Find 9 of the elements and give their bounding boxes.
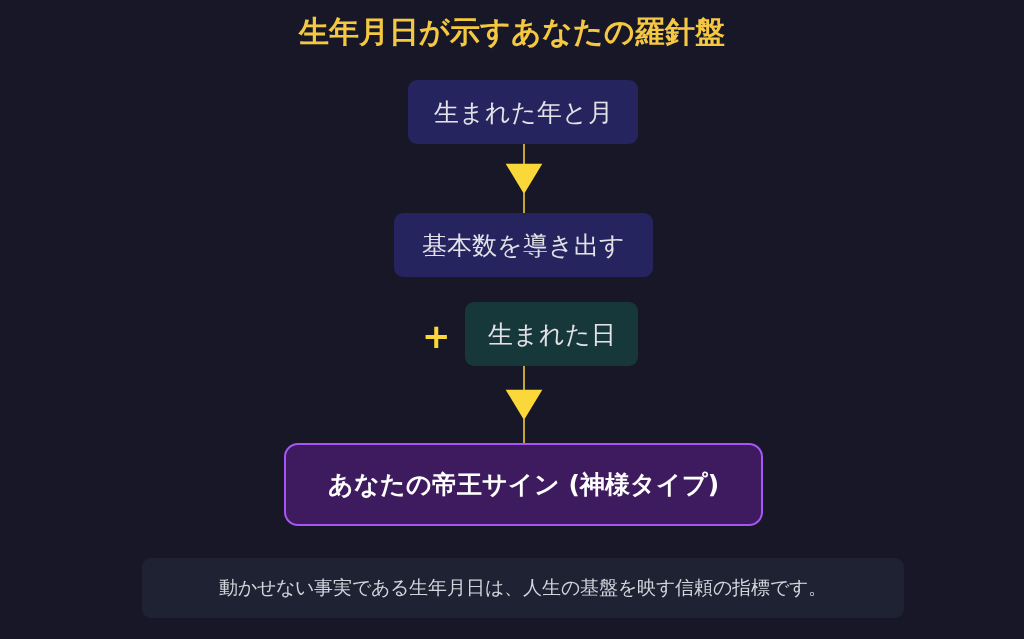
arrow — [506, 365, 543, 444]
arrow — [506, 143, 543, 214]
input-box: 生まれた日 — [465, 302, 638, 366]
title: 生年月日が示すあなたの羅針盤 — [297, 13, 726, 51]
step-box: 生まれた年と月 — [408, 80, 638, 144]
plus-sign: + — [422, 316, 451, 356]
note-box: 動かせない事実である生年月日は、人生の基盤を映す信頼の指標です。 — [142, 558, 904, 618]
result-box: あなたの帝王サイン (神様タイプ) — [284, 443, 763, 526]
step-box: 基本数を導き出す — [394, 213, 653, 277]
